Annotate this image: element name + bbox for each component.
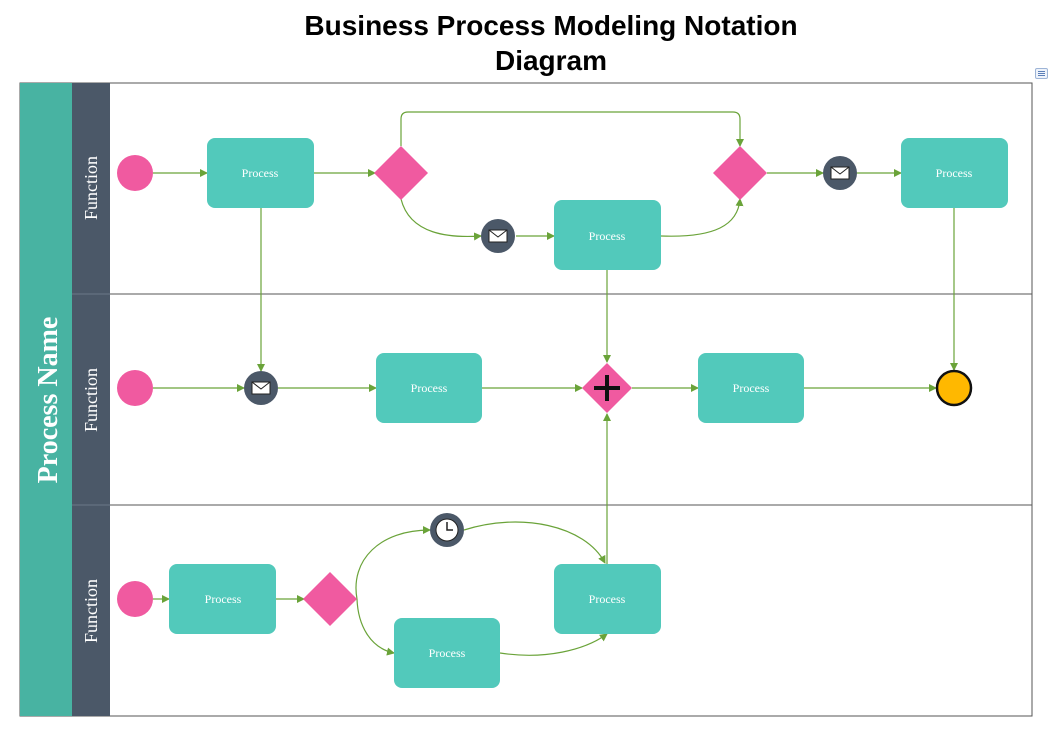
process-label: Process [936,166,973,180]
title-line-1: Business Process Modeling Notation [304,10,798,41]
end-event[interactable] [935,369,973,407]
process-label: Process [411,381,448,395]
lane-header-column [72,83,110,716]
envelope-icon [488,229,508,243]
process-label: Process [429,646,466,660]
message-event-3[interactable] [244,371,278,405]
connectors [153,111,958,656]
process-label: Process [733,381,770,395]
process-task-1[interactable]: Process [207,138,314,208]
flow-proc7-proc8[interactable] [499,633,608,656]
flow-proc2-gw2[interactable] [660,198,744,237]
exclusive-gateway-2[interactable] [713,146,767,200]
process-label: Process [242,166,279,180]
lane-label-1: Function [81,156,101,220]
process-task-7[interactable]: Process [394,618,500,688]
process-label: Process [589,229,626,243]
lane-label-3: Function [81,579,101,643]
parallel-gateway[interactable] [582,363,632,413]
start-event-3[interactable] [117,581,153,617]
process-label: Process [205,592,242,606]
message-event-1[interactable] [481,219,515,253]
start-event-1[interactable] [117,155,153,191]
process-task-3[interactable]: Process [901,138,1008,208]
flow-timer-proc8[interactable] [463,521,606,564]
pool-header [20,83,72,716]
flow-gw3-proc7[interactable] [356,598,395,656]
lane-label-2: Function [81,368,101,432]
diagram-title: Business Process Modeling Notation Diagr… [0,8,1059,78]
process-task-2[interactable]: Process [554,200,661,270]
process-task-6[interactable]: Process [169,564,276,634]
title-line-2: Diagram [494,45,608,76]
process-label: Process [589,592,626,606]
plus-icon [594,375,620,401]
menu-icon[interactable] [1035,68,1048,79]
message-event-2[interactable] [823,156,857,190]
envelope-icon [830,166,850,180]
start-event-2[interactable] [117,370,153,406]
process-task-8[interactable]: Process [554,564,661,634]
exclusive-gateway-1[interactable] [374,146,428,200]
pool-name: Process Name [33,317,64,484]
flow-gw1-msg1[interactable] [400,198,482,241]
timer-event[interactable] [430,513,464,547]
exclusive-gateway-3[interactable] [303,572,357,626]
process-task-4[interactable]: Process [376,353,482,423]
flow-gw1-gw2-top[interactable] [400,111,744,147]
envelope-icon [251,381,271,395]
flow-gw3-timer[interactable] [355,526,431,600]
process-task-5[interactable]: Process [698,353,804,423]
